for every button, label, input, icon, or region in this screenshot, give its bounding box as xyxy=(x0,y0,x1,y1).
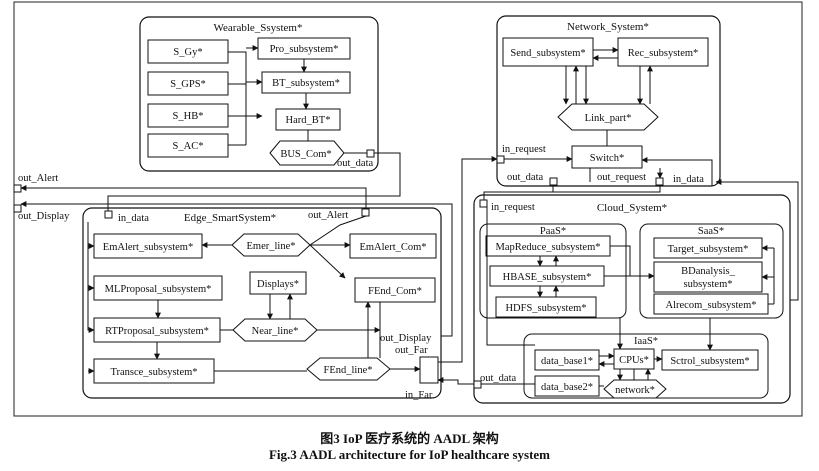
send-subsystem-label: Send_subsystem* xyxy=(510,48,585,59)
edge-in-far-label: in_Far xyxy=(405,390,433,401)
sensor-gps-label: S_GPS* xyxy=(170,79,206,90)
cloud-out-data-port xyxy=(473,380,482,389)
cloud-in-request-port xyxy=(479,199,488,208)
bus-com-label: BUS_Com* xyxy=(280,149,331,160)
outer-out-alert-port xyxy=(13,184,22,193)
displays-box xyxy=(249,271,307,295)
emalert-com-label: EmAlert_Com* xyxy=(359,242,426,253)
mlproposal-subsystem-label: MLProposal_subsystem* xyxy=(105,284,212,295)
bdanalysis-label-2: subsystem* xyxy=(683,279,732,290)
network-out-request-label: out_request xyxy=(597,172,646,183)
outer-out-alert-label: out_Alert xyxy=(18,173,58,184)
network-system: Network_System* Send_subsystem* Rec_subs… xyxy=(496,15,721,187)
displays-label: Displays* xyxy=(257,279,299,290)
mapreduce-label: MapReduce_subsystem* xyxy=(496,242,601,253)
emalert-subsystem-label: EmAlert_subsystem* xyxy=(103,242,193,253)
link-part-label: Link_part* xyxy=(585,113,632,124)
pro-subsystem-label: Pro_subsystem* xyxy=(270,44,339,55)
cloud-system: Cloud_System* in_request PaaS* MapReduce… xyxy=(473,194,791,404)
inter-system-wires: out_Alert out_Display xyxy=(13,152,799,385)
paas-box xyxy=(479,223,627,319)
edge-smart-system: Edge_SmartSystem* in_data out_Alert EmAl… xyxy=(82,207,442,401)
outer-out-display-port xyxy=(13,204,22,213)
wearable-out-port xyxy=(366,149,375,158)
rtproposal-subsystem-label: RTProposal_subsystem* xyxy=(105,326,209,337)
hdfs-box xyxy=(495,296,597,318)
edge-in-data-label: in_data xyxy=(118,213,149,224)
cpus-label: CPUs* xyxy=(619,355,649,366)
target-label: Target_subsystem* xyxy=(668,244,749,255)
edge-out-alert-label: out_Alert xyxy=(308,210,348,221)
alrecom-label: Alrecom_subsystem* xyxy=(666,300,757,311)
sensor-ac-label: S_AC* xyxy=(173,141,204,152)
transce-subsystem-label: Transce_subsystem* xyxy=(110,367,197,378)
sensor-hb-label: S_HB* xyxy=(173,111,204,122)
fend-line-label: FEnd_line* xyxy=(324,365,373,376)
wearable-system-title: Wearable_Ssystem* xyxy=(214,22,303,34)
saas-box xyxy=(639,223,784,319)
wearable-system: Wearable_Ssystem* S_Gy* S_GPS* S_HB* S_A… xyxy=(139,16,379,172)
send-subsystem-box xyxy=(502,37,594,67)
sensor-collector-line xyxy=(228,51,247,145)
bt-subsystem-label: BT_subsystem* xyxy=(272,78,340,89)
wearable-out-data-label: out_data xyxy=(337,158,373,169)
database1-box xyxy=(534,349,600,371)
link-part-bus xyxy=(557,103,659,131)
network-label: network* xyxy=(615,385,655,396)
edge-out-alert-port xyxy=(361,208,370,217)
saas-title: SaaS* xyxy=(698,226,724,237)
network-in-data-label: in_data xyxy=(673,174,704,185)
hdfs-label: HDFS_subsystem* xyxy=(505,303,586,314)
cloud-system-title: Cloud_System* xyxy=(597,202,667,214)
figure-caption-chinese: 图3 IoP 医疗系统的 AADL 架构 xyxy=(320,431,499,446)
iaas-title: IaaS* xyxy=(634,336,658,347)
network-in-request-label: in_request xyxy=(502,144,546,155)
outer-out-display-label: out_Display xyxy=(18,211,70,222)
network-in-request-port xyxy=(496,155,505,164)
edge-system-title: Edge_SmartSystem* xyxy=(184,212,276,224)
figure-caption-english: Fig.3 AADL architecture for IoP healthca… xyxy=(268,447,551,462)
network-bus xyxy=(603,379,667,399)
edge-out-far-label: out_Far xyxy=(395,345,428,356)
rec-subsystem-label: Rec_subsystem* xyxy=(628,48,699,59)
cloud-out-data-label: out_data xyxy=(480,373,516,384)
cloud-system-box xyxy=(473,194,791,404)
database1-label: data_base1* xyxy=(541,356,593,367)
network-system-title: Network_System* xyxy=(567,21,649,33)
sctrol-label: Sctrol_subsystem* xyxy=(670,356,749,367)
edge-out-display-label: out_Display xyxy=(380,333,432,344)
sensor-gy-label: S_Gy* xyxy=(173,47,202,58)
emer-line-label: Emer_line* xyxy=(247,241,296,252)
near-line-label: Near_line* xyxy=(252,326,299,337)
bdanalysis-label-1: BDanalysis_ xyxy=(681,266,735,277)
edge-system-box xyxy=(82,207,442,399)
wearable-system-box xyxy=(139,16,379,172)
network-system-box xyxy=(496,15,721,187)
cloud-in-request-label: in_request xyxy=(491,202,535,213)
database2-label: data_base2* xyxy=(541,382,593,393)
fend-com-label: FEnd_Com* xyxy=(368,286,422,297)
paas-title: PaaS* xyxy=(540,226,566,237)
far-port-block xyxy=(419,356,439,384)
switch-label: Switch* xyxy=(590,153,624,164)
hard-bt-label: Hard_BT* xyxy=(286,115,331,126)
hbase-label: HBASE_subsystem* xyxy=(503,272,592,283)
edge-in-data-port xyxy=(104,210,113,219)
fend-com-box xyxy=(354,277,436,303)
network-out-data-label: out_data xyxy=(507,172,543,183)
